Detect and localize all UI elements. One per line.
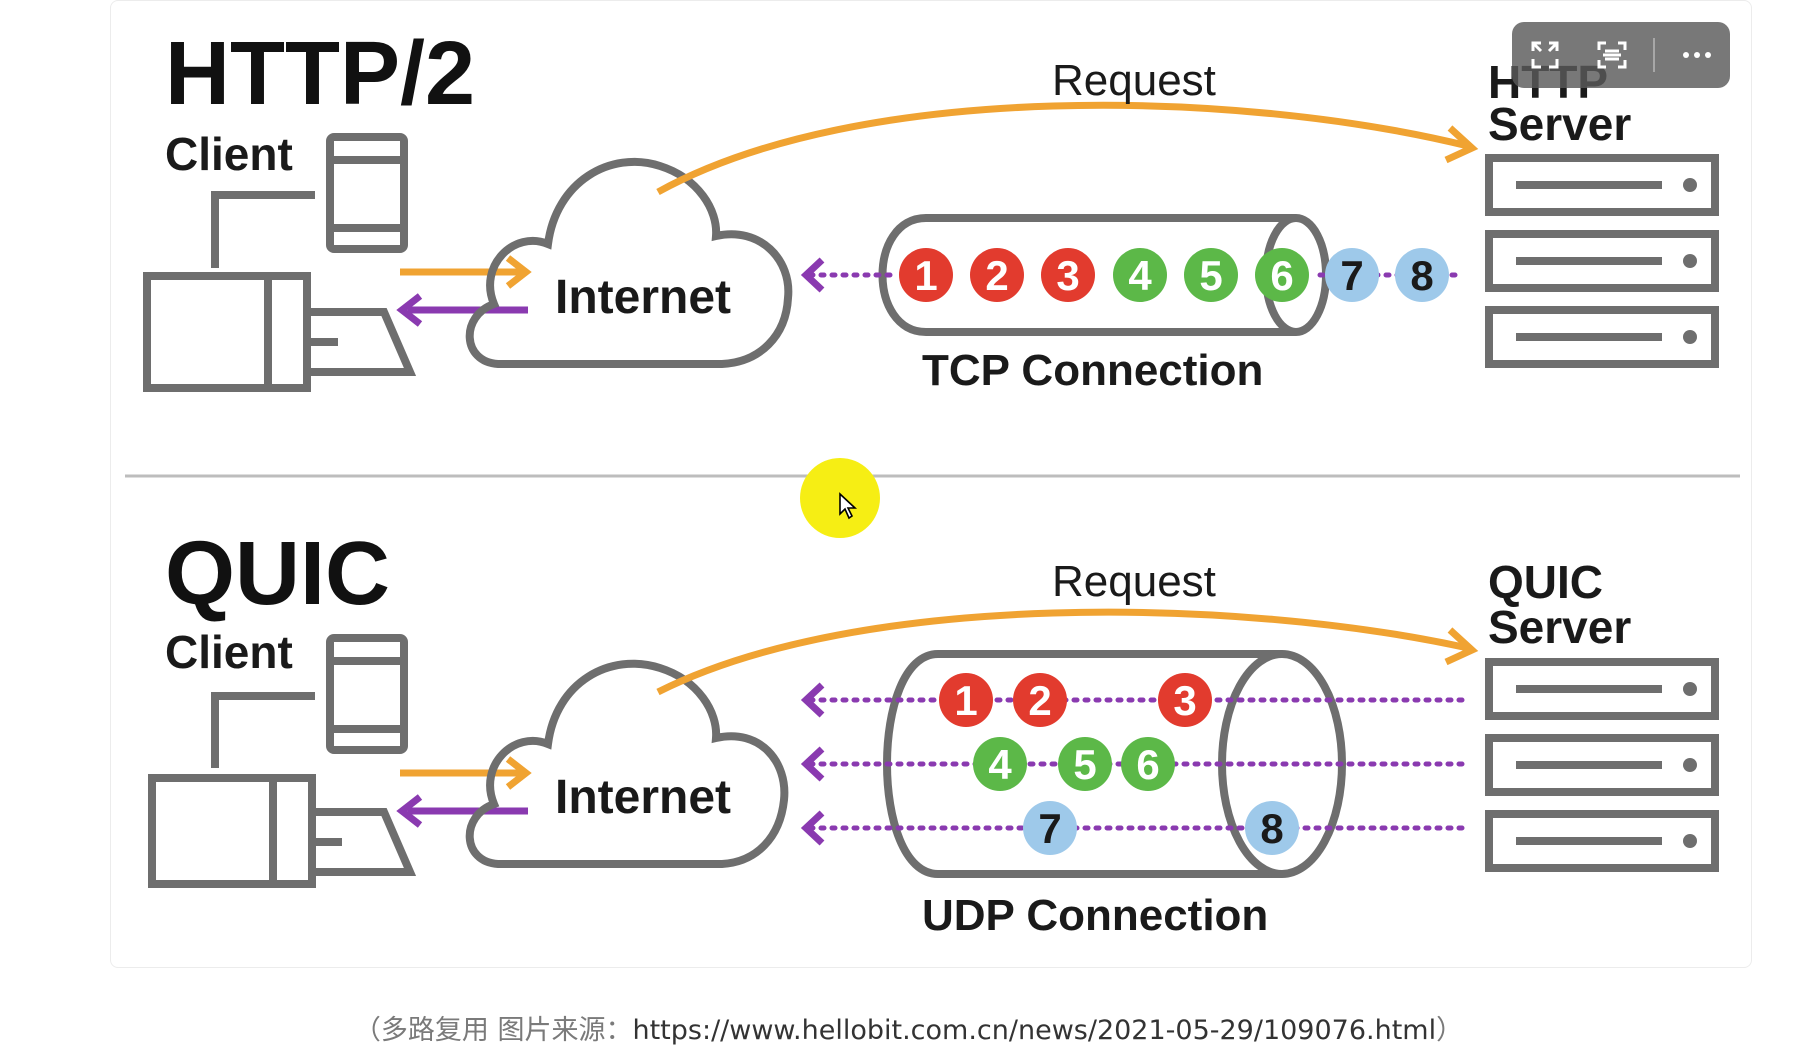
svg-text:8: 8 bbox=[1410, 252, 1433, 299]
packet-2: 2 bbox=[1013, 673, 1067, 727]
svg-text:5: 5 bbox=[1073, 741, 1096, 788]
http2-server-stack-icon bbox=[1485, 154, 1719, 368]
svg-text:6: 6 bbox=[1136, 741, 1159, 788]
svg-text:2: 2 bbox=[985, 252, 1008, 299]
scan-text-icon bbox=[1597, 41, 1627, 69]
packet-8: 8 bbox=[1395, 248, 1449, 302]
image-caption: （多路复用 图片来源：https://www.hellobit.com.cn/n… bbox=[0, 1008, 1817, 1047]
http2-client-devices-icon bbox=[143, 133, 417, 392]
packet-1: 1 bbox=[939, 673, 993, 727]
quic-server-label-line1: QUIC bbox=[1488, 556, 1603, 608]
http2-internet-cloud-icon bbox=[465, 158, 793, 368]
scan-text-button[interactable] bbox=[1587, 30, 1637, 80]
quic-client-devices-icon bbox=[148, 634, 417, 888]
quic-internet-label: Internet bbox=[555, 771, 731, 824]
packet-6: 6 bbox=[1255, 248, 1309, 302]
svg-text:7: 7 bbox=[1038, 805, 1061, 852]
quic-internet-cloud-icon bbox=[465, 659, 789, 868]
packet-7: 7 bbox=[1325, 248, 1379, 302]
fullscreen-icon bbox=[1531, 41, 1559, 69]
packet-1: 1 bbox=[899, 248, 953, 302]
packet-4: 4 bbox=[1113, 248, 1167, 302]
packet-3: 3 bbox=[1158, 673, 1212, 727]
image-toolbar bbox=[1512, 22, 1730, 88]
more-button[interactable] bbox=[1672, 30, 1722, 80]
packet-8: 8 bbox=[1245, 801, 1299, 855]
packet-5: 5 bbox=[1184, 248, 1238, 302]
http2-server-label-line2: Server bbox=[1488, 98, 1631, 150]
http2-title: HTTP/2 bbox=[165, 24, 475, 124]
packet-6: 6 bbox=[1121, 737, 1175, 791]
svg-text:8: 8 bbox=[1260, 805, 1283, 852]
more-icon bbox=[1682, 52, 1711, 58]
svg-text:7: 7 bbox=[1340, 252, 1363, 299]
svg-text:1: 1 bbox=[914, 252, 937, 299]
http2-connection-label: TCP Connection bbox=[922, 346, 1263, 395]
svg-text:2: 2 bbox=[1028, 677, 1051, 724]
toolbar-separator bbox=[1653, 38, 1656, 72]
quic-server-stack-icon bbox=[1485, 658, 1719, 872]
quic-title: QUIC bbox=[165, 524, 390, 624]
packet-4: 4 bbox=[973, 737, 1027, 791]
http2-client-label: Client bbox=[165, 128, 293, 180]
quic-request-label: Request bbox=[1052, 557, 1216, 606]
quic-client-label: Client bbox=[165, 626, 293, 678]
http2-section: HTTP/2 Client Internet Request HTTP Serv… bbox=[143, 24, 1719, 395]
packet-3: 3 bbox=[1041, 248, 1095, 302]
svg-text:1: 1 bbox=[954, 677, 977, 724]
svg-text:3: 3 bbox=[1173, 677, 1196, 724]
caption-prefix: （多路复用 图片来源： bbox=[353, 1015, 633, 1046]
mouse-pointer-icon bbox=[839, 492, 858, 520]
packet-7: 7 bbox=[1023, 801, 1077, 855]
packet-2: 2 bbox=[970, 248, 1024, 302]
caption-suffix: ） bbox=[1436, 1015, 1464, 1046]
fullscreen-button[interactable] bbox=[1520, 30, 1570, 80]
svg-text:3: 3 bbox=[1056, 252, 1079, 299]
svg-text:5: 5 bbox=[1199, 252, 1222, 299]
quic-connection-label: UDP Connection bbox=[922, 891, 1268, 940]
http2-internet-label: Internet bbox=[555, 271, 731, 324]
svg-text:6: 6 bbox=[1270, 252, 1293, 299]
http2-request-label: Request bbox=[1052, 56, 1216, 105]
svg-text:4: 4 bbox=[988, 741, 1012, 788]
caption-source-link[interactable]: https://www.hellobit.com.cn/news/2021-05… bbox=[632, 1015, 1437, 1046]
quic-section: QUIC Client Internet Request QUIC Server bbox=[148, 524, 1719, 940]
packet-5: 5 bbox=[1058, 737, 1112, 791]
svg-text:4: 4 bbox=[1128, 252, 1152, 299]
quic-server-label-line2: Server bbox=[1488, 601, 1631, 653]
